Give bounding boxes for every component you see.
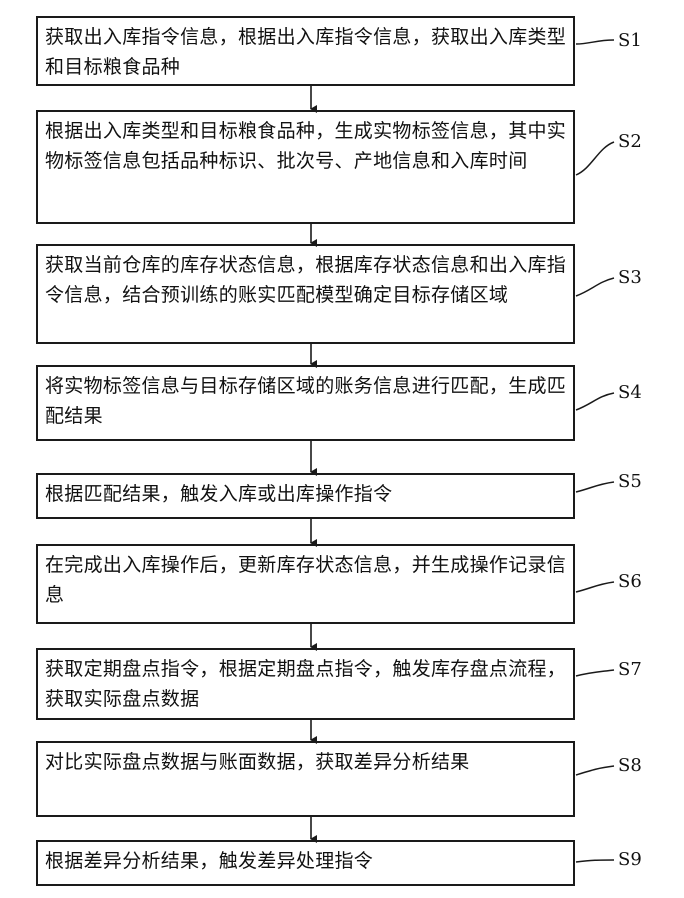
step-text-s2: 根据出入库类型和目标粮食品种，生成实物标签信息，其中实物标签信息包括品种标识、批…	[45, 116, 567, 176]
step-text-s8: 对比实际盘点数据与账面数据，获取差异分析结果	[45, 747, 567, 777]
step-text-s9: 根据差异分析结果，触发差异处理指令	[45, 846, 567, 876]
step-box-s7: 获取定期盘点指令，根据定期盘点指令，触发库存盘点流程，获取实际盘点数据	[36, 648, 575, 720]
step-box-s3: 获取当前仓库的库存状态信息，根据库存状态信息和出入库指令信息，结合预训练的账实匹…	[36, 244, 575, 344]
step-label-s9: S9	[618, 850, 642, 870]
step-box-s9: 根据差异分析结果，触发差异处理指令	[36, 840, 575, 886]
step-text-s5: 根据匹配结果，触发入库或出库操作指令	[45, 479, 567, 509]
leader-s1	[576, 40, 614, 44]
leader-s8	[576, 766, 614, 775]
leader-s5	[576, 482, 614, 492]
step-box-s2: 根据出入库类型和目标粮食品种，生成实物标签信息，其中实物标签信息包括品种标识、批…	[36, 110, 575, 224]
step-label-s1: S1	[618, 31, 642, 51]
step-text-s4: 将实物标签信息与目标存储区域的账务信息进行匹配，生成匹配结果	[45, 371, 567, 431]
step-label-s7: S7	[618, 660, 642, 680]
step-text-s1: 获取出入库指令信息，根据出入库指令信息，获取出入库类型和目标粮食品种	[45, 22, 567, 82]
step-box-s1: 获取出入库指令信息，根据出入库指令信息，获取出入库类型和目标粮食品种	[36, 16, 575, 86]
step-label-s2: S2	[618, 132, 642, 152]
step-box-s5: 根据匹配结果，触发入库或出库操作指令	[36, 473, 575, 519]
step-box-s4: 将实物标签信息与目标存储区域的账务信息进行匹配，生成匹配结果	[36, 365, 575, 441]
step-label-s3: S3	[618, 268, 642, 288]
step-label-s5: S5	[618, 472, 642, 492]
leader-s3	[576, 278, 614, 296]
step-label-s8: S8	[618, 756, 642, 776]
leader-s2	[576, 142, 614, 175]
leader-s6	[576, 582, 614, 592]
step-box-s8: 对比实际盘点数据与账面数据，获取差异分析结果	[36, 741, 575, 817]
leader-s4	[576, 393, 614, 410]
step-text-s7: 获取定期盘点指令，根据定期盘点指令，触发库存盘点流程，获取实际盘点数据	[45, 654, 567, 714]
step-label-s4: S4	[618, 383, 642, 403]
step-label-s6: S6	[618, 572, 642, 592]
step-box-s6: 在完成出入库操作后，更新库存状态信息，并生成操作记录信息	[36, 544, 575, 624]
step-text-s3: 获取当前仓库的库存状态信息，根据库存状态信息和出入库指令信息，结合预训练的账实匹…	[45, 250, 567, 310]
step-text-s6: 在完成出入库操作后，更新库存状态信息，并生成操作记录信息	[45, 550, 567, 610]
leader-s9	[576, 860, 614, 862]
leader-s7	[576, 670, 614, 676]
